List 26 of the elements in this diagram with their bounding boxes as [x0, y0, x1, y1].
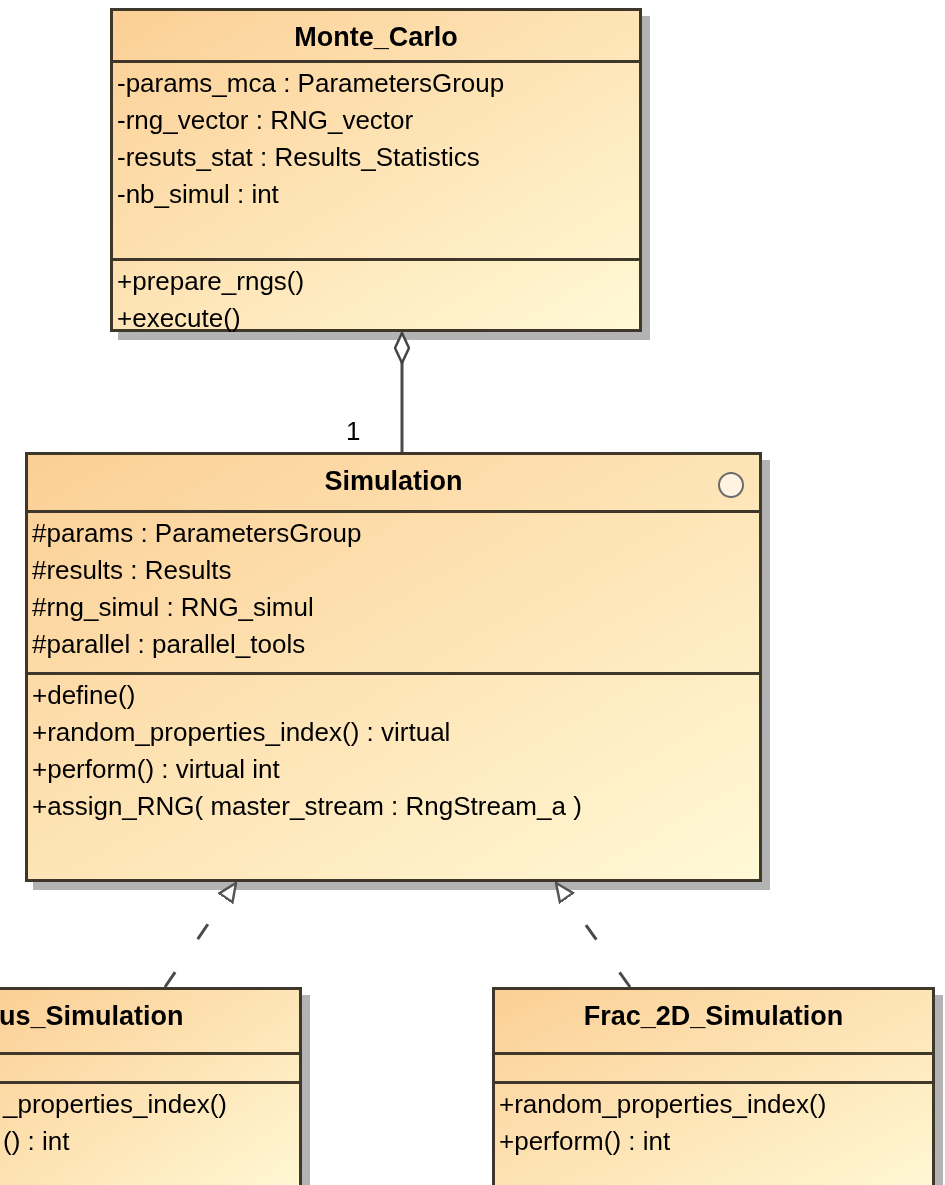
- operation-text: +random_properties_index() : virtual: [32, 716, 451, 749]
- operation-text: () : int: [3, 1125, 70, 1158]
- realization-arrow: [163, 881, 238, 988]
- class-name: Simulation: [324, 465, 463, 498]
- operation-text: +assign_RNG( master_stream : RngStream_a ): [32, 790, 582, 823]
- class-name: Frac_2D_Simulation: [583, 1000, 844, 1033]
- realization-arrow: [554, 881, 632, 988]
- operation-compartment: [113, 258, 639, 335]
- operation-text: +execute(): [117, 302, 241, 335]
- attribute-text: #params : ParametersGroup: [32, 517, 362, 550]
- operation-text: +perform() : virtual int: [32, 753, 280, 786]
- attribute-text: -params_mca : ParametersGroup: [117, 67, 505, 100]
- attribute-text: #results : Results: [32, 554, 232, 587]
- operation-text: +perform() : int: [499, 1125, 671, 1158]
- operation-text: _properties_index(): [3, 1088, 227, 1121]
- operation-text: +random_properties_index(): [499, 1088, 827, 1121]
- aggregation-connector: [393, 331, 411, 452]
- attribute-text: #rng_simul : RNG_simul: [32, 591, 314, 624]
- operation-text: +prepare_rngs(): [117, 265, 305, 298]
- attribute-text: #parallel : parallel_tools: [32, 628, 306, 661]
- attribute-text: -nb_simul : int: [117, 178, 279, 211]
- operation-text: +define(): [32, 679, 136, 712]
- attribute-text: -rng_vector : RNG_vector: [117, 104, 414, 137]
- class-name: Monte_Carlo: [294, 21, 458, 54]
- attribute-text: -resuts_stat : Results_Statistics: [117, 141, 480, 174]
- class-name: us_Simulation: [0, 1001, 184, 1031]
